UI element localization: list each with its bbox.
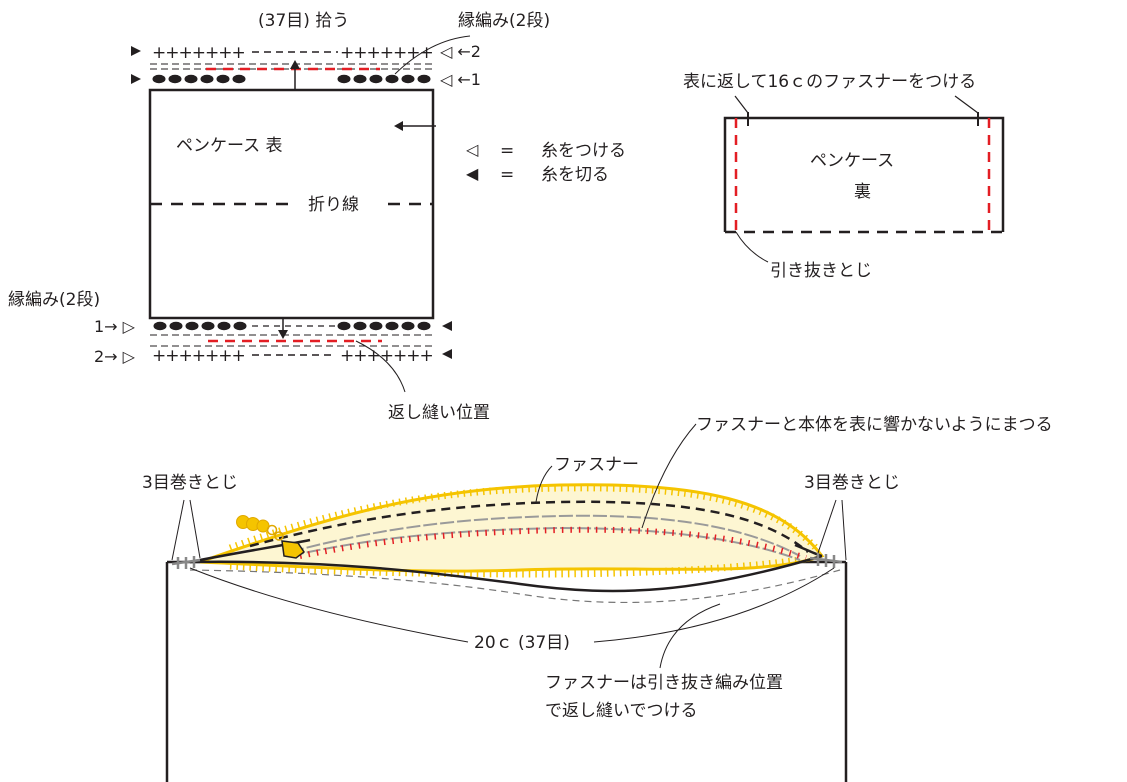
whip-stitch-right (809, 553, 843, 568)
legend-cut-symbol: ◀ (466, 164, 479, 183)
legend-equals-2: = (500, 165, 514, 185)
back-piece-diagram: 表に返して16ｃのファスナーをつける ペンケース 裏 引き抜きとじ (683, 72, 1005, 281)
whip-right-leader-b (841, 499, 847, 561)
back-piece-outline (723, 116, 1005, 232)
bottom-row1-mark: 1→ ▷ (94, 317, 136, 336)
edging-top-leader (394, 35, 471, 75)
case-edge-upper (189, 538, 311, 564)
zipper-note: 表に返して16ｃのファスナーをつける (683, 72, 976, 92)
back-label-line1: ペンケース (810, 151, 894, 171)
pickup-label: (37目) 拾う (258, 11, 349, 31)
whip-left-label: 3目巻きとじ (142, 473, 238, 493)
edging-bottom-label: 縁編み(2段) (8, 290, 100, 310)
backstitch-leader (355, 340, 406, 393)
width-leader-right (593, 567, 835, 643)
width-label: 20ｃ (37目) (474, 633, 570, 653)
whip-right-label: 3目巻きとじ (804, 473, 900, 493)
gray-stitch-upper (289, 514, 801, 557)
front-label: ペンケース 表 (176, 136, 283, 156)
top-row2-plus-left: +++++++ (152, 43, 245, 63)
front-piece-diagram: 折り線 ペンケース 表 +++++++ +++++++ ◁ ←2 ◁ ←1 (3… (8, 11, 550, 423)
slip-leader (735, 231, 769, 263)
bottom-row2-mark: 2→ ▷ (94, 347, 136, 366)
zipper-note-leader-left (734, 95, 749, 114)
direction-arrowhead (394, 121, 403, 131)
legend-attach-symbol: ◁ (465, 140, 479, 159)
gray-stitch-lower (289, 526, 801, 561)
top-row2-plus-right: +++++++ (340, 43, 433, 63)
fold-line-label: 折り線 (308, 195, 359, 215)
top-row1-stitches (152, 74, 431, 84)
cut-thread-marker-4 (442, 349, 452, 359)
top-row2-mark: ◁ ←2 (439, 42, 481, 61)
legend: ◁ = 糸をつける ◀ = 糸を切る (465, 140, 626, 185)
blind-stitch-note: ファスナーと本体を表に響かないようにまつる (696, 415, 1053, 435)
cut-thread-marker-3 (442, 321, 452, 331)
legend-equals-1: = (500, 141, 514, 161)
case-edge-right (794, 543, 823, 558)
attach-note-line1: ファスナーは引き抜き編み位置 (545, 673, 783, 693)
bottom-row2-plus-right: +++++++ (340, 346, 433, 366)
backstitch-label: 返し縫い位置 (388, 403, 490, 423)
whip-right-leader-a (817, 499, 837, 554)
zipper-note-leader-right (954, 95, 979, 114)
finished-case-diagram: 3目巻きとじ 3目巻きとじ ファスナー ファスナーと本体を表に響かないようにまつ… (142, 415, 1053, 782)
slip-position-dashed (189, 569, 841, 604)
attach-note-line2: で返し縫いでつける (545, 701, 698, 721)
zipper-leader (535, 465, 553, 503)
whip-left-leader-a (171, 499, 185, 561)
pickup-arrowhead-down (278, 330, 288, 339)
top-row1-mark: ◁ ←1 (439, 70, 481, 89)
whip-stitch-left (171, 556, 201, 569)
width-leader-left (189, 567, 469, 643)
pickup-arrowhead (290, 60, 300, 69)
cut-thread-marker-2 (131, 46, 141, 56)
edging-top-label: 縁編み(2段) (458, 11, 550, 31)
back-label-line2: 裏 (854, 181, 871, 202)
blind-stitch-leader (641, 423, 697, 529)
bottom-row2-plus-left: +++++++ (152, 346, 245, 366)
bottom-row1-stitches (153, 321, 431, 331)
cut-thread-marker (131, 74, 141, 84)
slip-label: 引き抜きとじ (770, 261, 872, 281)
zipper-teeth-bottom (229, 556, 801, 578)
zipper-label: ファスナー (554, 455, 639, 475)
attach-note-leader (659, 603, 721, 669)
legend-attach-text: 糸をつける (541, 141, 626, 161)
whip-left-leader-b (189, 499, 201, 559)
case-edge-lower (189, 554, 823, 593)
zipper-pull-icon (236, 515, 306, 559)
legend-cut-text: 糸を切る (541, 165, 609, 185)
